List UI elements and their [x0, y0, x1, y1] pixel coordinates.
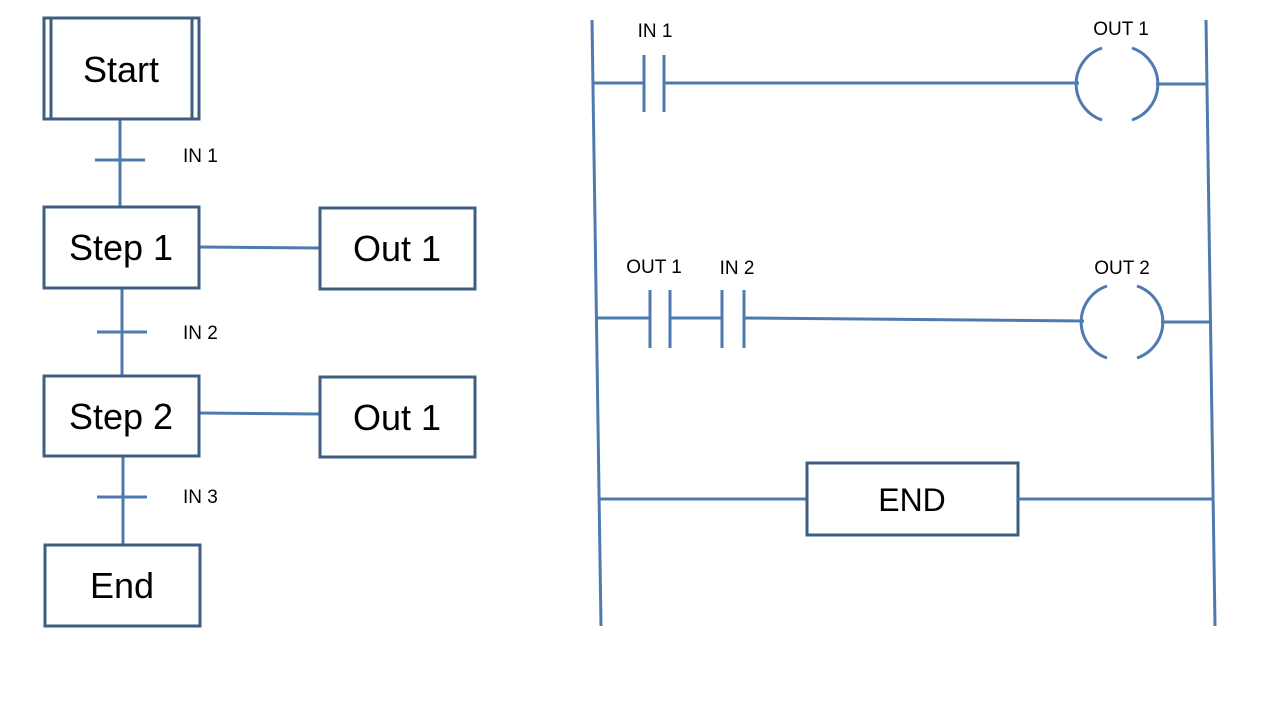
- coil-out1-label: OUT 1: [1093, 19, 1149, 40]
- transition-in2-label: IN 2: [183, 323, 218, 344]
- coil-out2-right-arc: [1136, 284, 1165, 360]
- step-2: Step 2: [42, 374, 201, 458]
- action-out-1-b: Out 1: [318, 375, 477, 459]
- contact-out1-label: OUT 1: [626, 257, 682, 278]
- left-power-rail: [590, 19, 603, 627]
- end-instruction-box: [805, 461, 1020, 537]
- transition-in3-label: IN 3: [183, 487, 218, 508]
- end-step-label: End: [90, 565, 154, 606]
- sfc-link-step1-action: [198, 245, 321, 250]
- rung-3: END: [600, 461, 1213, 537]
- step-2-label: Step 2: [69, 396, 173, 437]
- sfc-diagram: Start Step 1 Out 1 Step 2 Out 1 End IN 1…: [42, 16, 477, 628]
- coil-out1-left-arc: [1074, 46, 1103, 122]
- step-1: Step 1: [42, 205, 201, 290]
- action-out-1-b-label: Out 1: [353, 397, 441, 438]
- action-out-1-a: Out 1: [318, 206, 477, 291]
- coil-out1-right-arc: [1131, 46, 1160, 122]
- end-step: End: [43, 543, 202, 628]
- contact-in2-label: IN 2: [720, 258, 755, 279]
- contact-in1-label: IN 1: [638, 21, 673, 42]
- action-out-1-a-label: Out 1: [353, 228, 441, 269]
- transition-in1-label: IN 1: [183, 146, 218, 167]
- step-1-label: Step 1: [69, 227, 173, 268]
- rung-2: OUT 1 IN 2 OUT 2: [597, 257, 1211, 360]
- coil-out2-label: OUT 2: [1094, 258, 1150, 279]
- end-instruction-label: END: [878, 482, 946, 518]
- sfc-link-step2-action: [198, 411, 321, 416]
- initial-step-start: Start: [42, 16, 201, 121]
- coil-out2-left-arc: [1079, 284, 1108, 360]
- ladder-diagram: IN 1 OUT 1 OUT 1 IN 2 OUT 2 END: [590, 19, 1217, 627]
- rung-1: IN 1 OUT 1: [593, 19, 1207, 122]
- start-label: Start: [83, 49, 159, 90]
